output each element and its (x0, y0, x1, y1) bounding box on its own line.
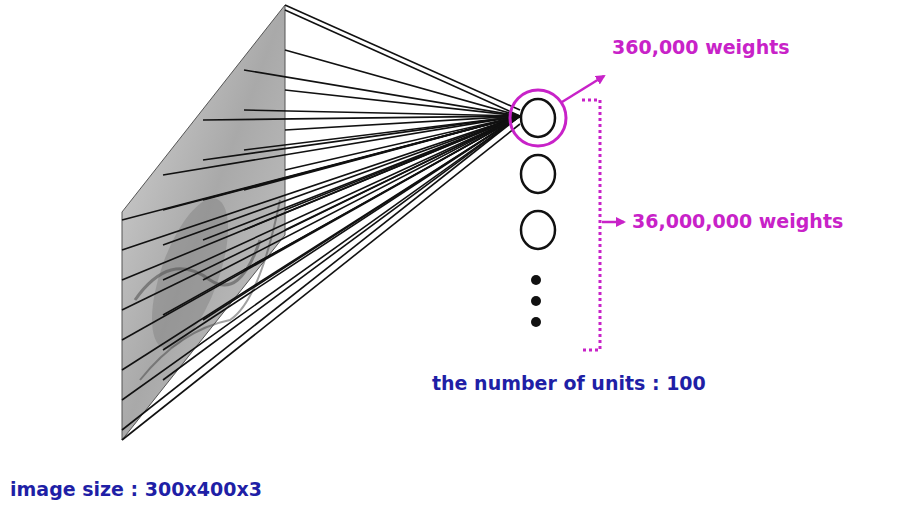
hidden-units (521, 99, 555, 327)
total-weights-count: 36,000,000 weights (632, 210, 843, 233)
units-note: the number of units : 100 (432, 372, 706, 395)
highlight-annotations (510, 76, 624, 350)
image-size-note: image size : 300x400x3 (10, 478, 262, 501)
weights-count: 360,000 weights (612, 36, 790, 59)
